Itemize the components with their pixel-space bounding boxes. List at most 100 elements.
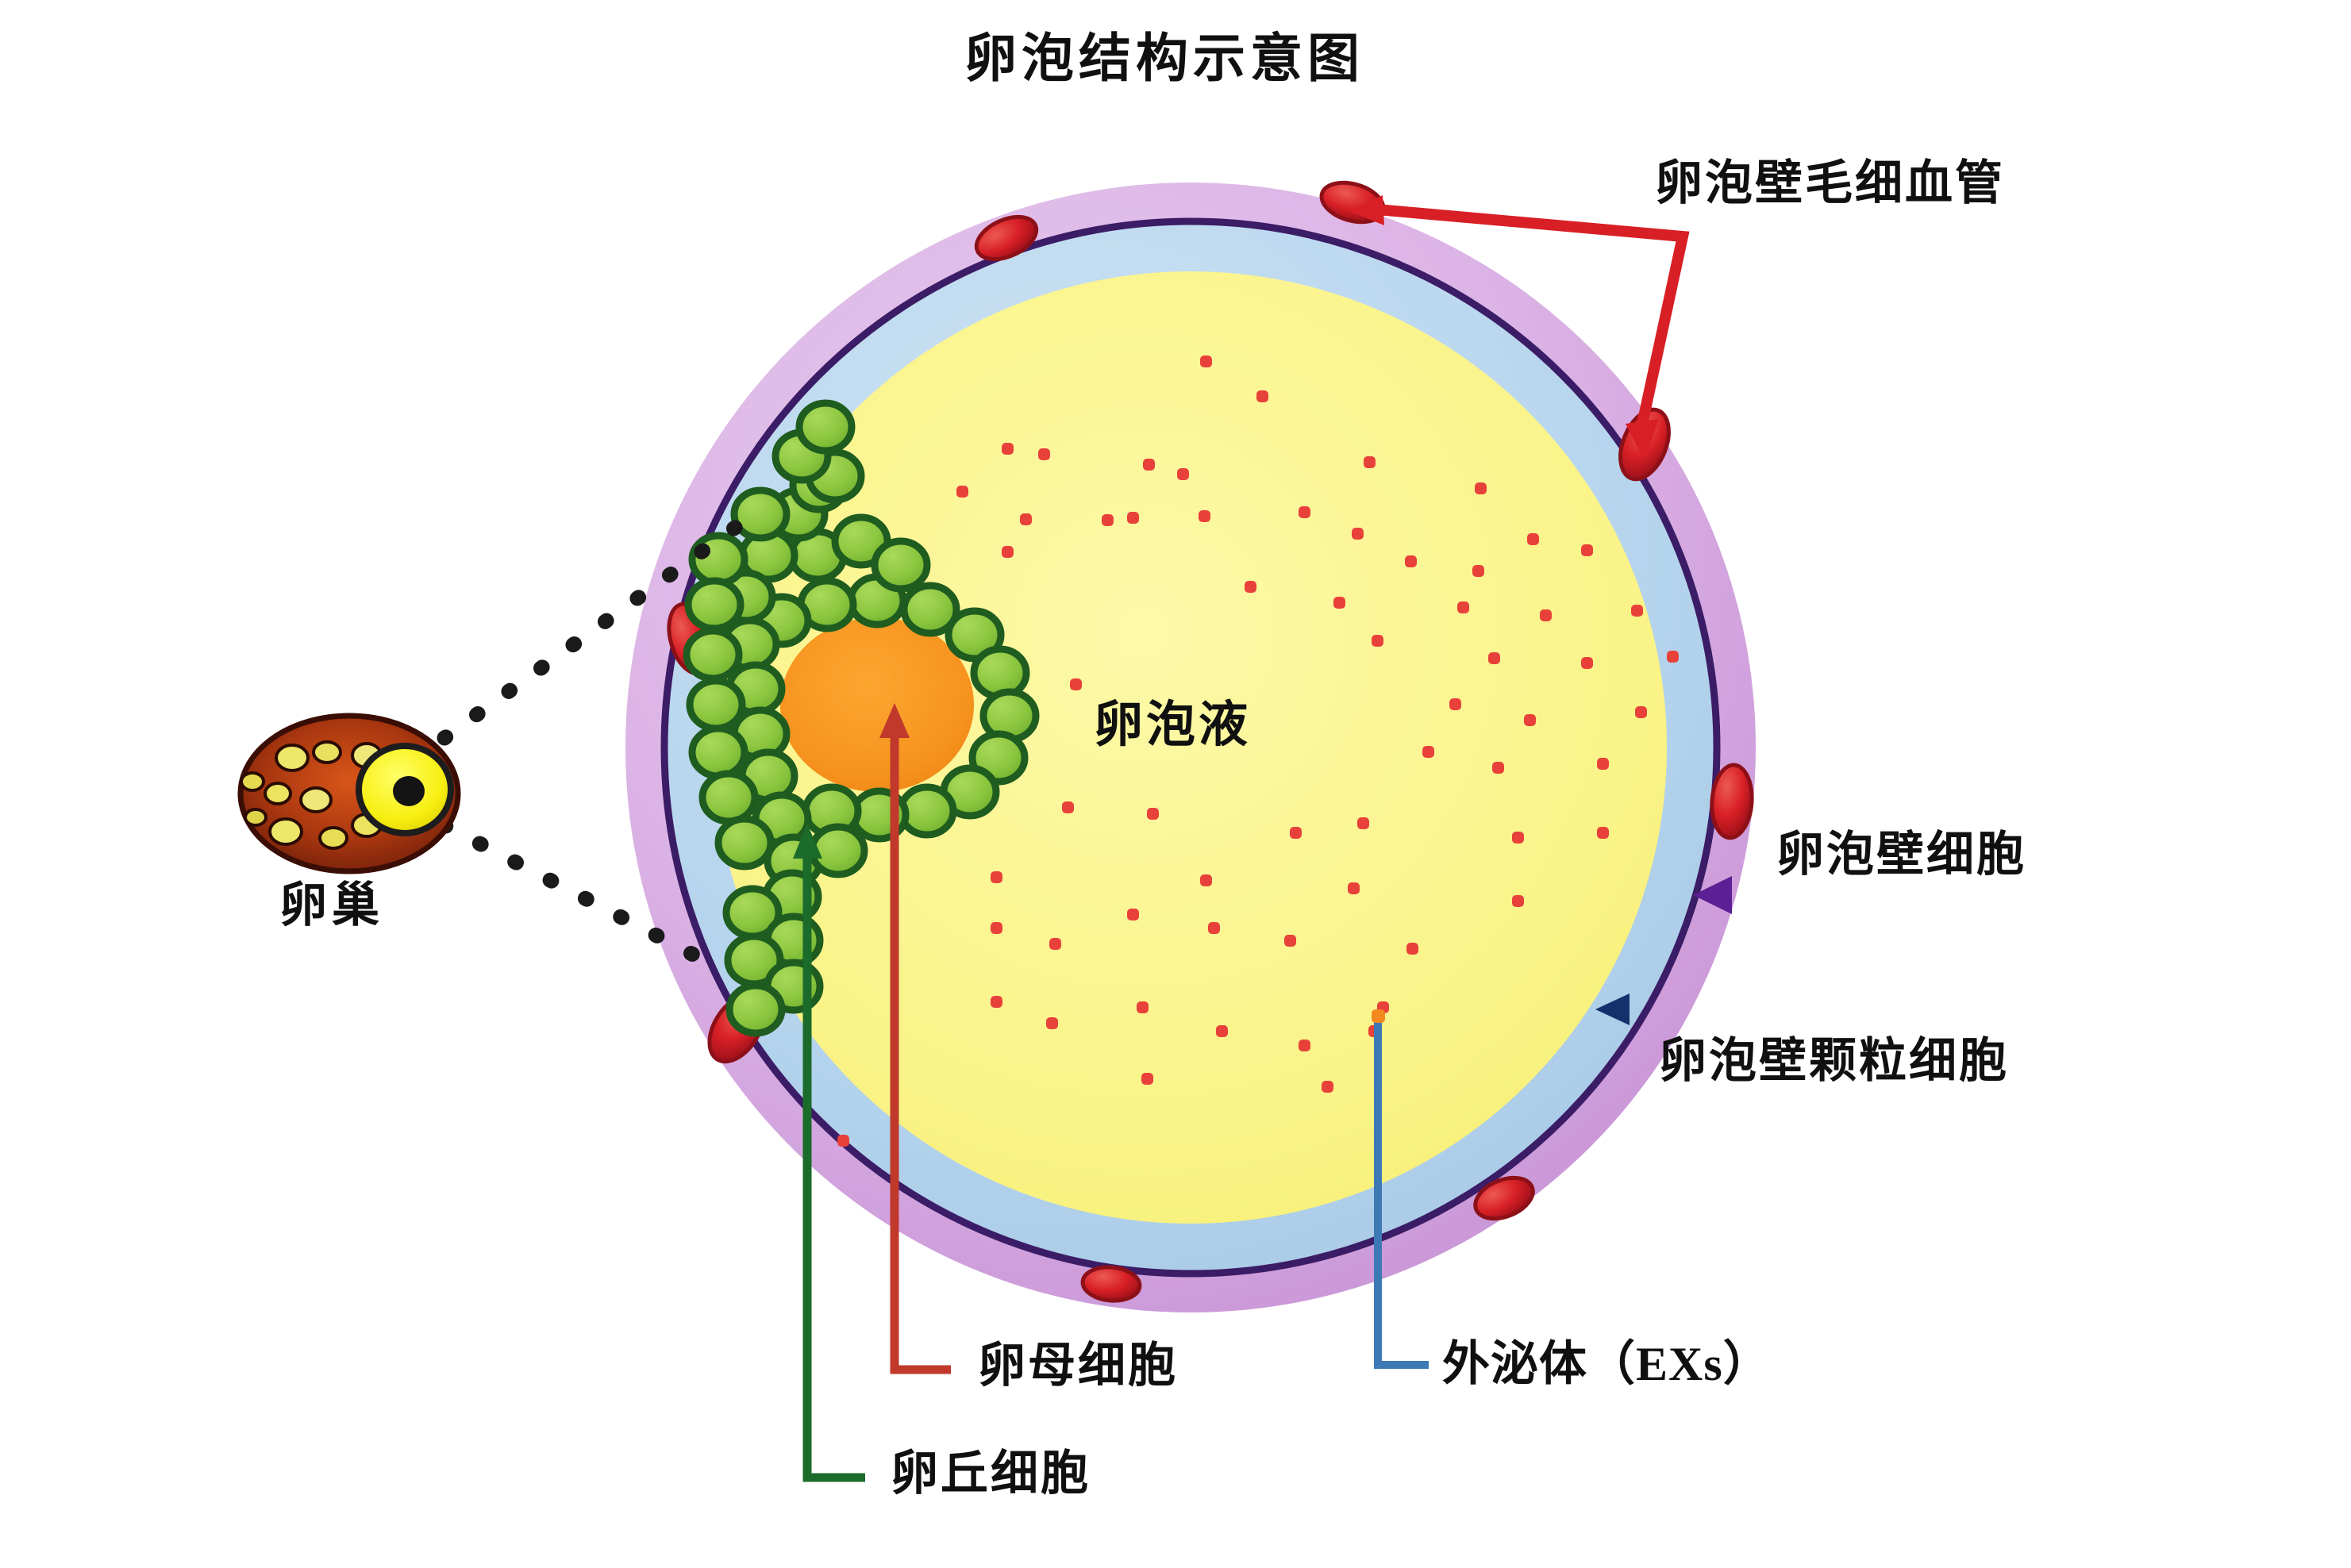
exosome-dot xyxy=(1216,1025,1228,1037)
exosome-dot xyxy=(1492,762,1504,774)
exosome-dot xyxy=(1352,528,1364,540)
cumulus-cell xyxy=(900,582,960,637)
exosome-dot xyxy=(1256,390,1268,402)
leader-capillary-arrow-left xyxy=(1349,195,1384,225)
exosome-dot xyxy=(1049,938,1061,950)
exosome-dot xyxy=(1457,601,1469,613)
exosome-dot xyxy=(1635,706,1647,718)
exosome-dot xyxy=(1527,533,1539,545)
label-follicular-fluid: 卵泡液 xyxy=(1094,698,1252,752)
label-granulosa-cell: 卵泡壁颗粒细胞 xyxy=(1659,1035,2009,1087)
exosome-dot xyxy=(1062,801,1074,813)
exosome-dot xyxy=(1364,456,1376,468)
leader-theca xyxy=(1693,876,1907,914)
label-capillary: 卵泡壁毛细血管 xyxy=(1655,157,2005,209)
exosome-dot xyxy=(1038,448,1050,460)
exosome-dot xyxy=(991,996,1002,1008)
ovary-inset xyxy=(237,713,461,874)
cumulus-cell xyxy=(683,627,743,682)
exosome-dot xyxy=(1524,714,1536,726)
label-theca-cell: 卵泡壁细胞 xyxy=(1776,828,2026,881)
exosome-dot xyxy=(1449,698,1461,710)
exosome-dot xyxy=(1540,609,1552,621)
exosome-dot xyxy=(1046,1017,1058,1029)
oocyte xyxy=(780,617,974,792)
cumulus-cell xyxy=(688,724,748,780)
leader-capillary-arrow-down xyxy=(1626,419,1659,460)
exosome-dot xyxy=(1597,827,1609,839)
exosome-dot xyxy=(1143,459,1155,471)
cumulus-cell xyxy=(684,577,745,632)
zoom-connector-group xyxy=(437,517,746,978)
exosome-dot xyxy=(1405,555,1417,567)
cumulus-cell xyxy=(871,537,931,593)
exosome-dot xyxy=(1348,882,1360,894)
exosome-dot xyxy=(1581,544,1593,556)
capillary xyxy=(1080,1265,1142,1303)
leader-capillary xyxy=(1376,204,1690,440)
exosome-dot xyxy=(1333,597,1345,609)
exosome-dot xyxy=(991,922,1002,934)
leader-exosome xyxy=(1374,1020,1429,1369)
ovary-dominant-oocyte xyxy=(393,776,425,806)
exosome-dot xyxy=(1472,565,1484,577)
leader-oocyte-arrowhead xyxy=(879,703,910,738)
exosome-dot xyxy=(1322,1081,1333,1093)
cumulus-cell-group xyxy=(683,399,1040,1037)
cumulus-cell xyxy=(688,532,748,587)
exosome-group xyxy=(837,355,1679,1147)
exosome-dot xyxy=(1284,935,1296,947)
cumulus-cell xyxy=(698,770,759,825)
exosome-dot xyxy=(1102,514,1114,526)
zoom-connector-lower xyxy=(437,817,730,978)
exosome-dot xyxy=(1002,546,1014,558)
capillary xyxy=(1473,1175,1535,1221)
exosome-dot xyxy=(1070,678,1082,690)
cumulus-oocyte-complex xyxy=(683,399,1040,1037)
label-cumulus: 卵丘细胞 xyxy=(891,1447,1091,1500)
capillary xyxy=(974,214,1039,262)
exosome-highlight-dot xyxy=(1372,1009,1385,1023)
exosome-dot xyxy=(1488,652,1500,664)
exosome-dot xyxy=(1245,581,1256,593)
exosome-dot xyxy=(1667,651,1679,663)
exosome-dot xyxy=(1127,909,1139,920)
cumulus-cell xyxy=(725,982,786,1037)
cumulus-cell xyxy=(714,815,775,870)
exosome-dot xyxy=(1147,808,1159,820)
exosome-dot xyxy=(1208,922,1220,934)
exosome-dot xyxy=(1299,1040,1310,1051)
exosome-dot xyxy=(1475,482,1487,494)
exosome-dot xyxy=(1357,817,1369,829)
label-oocyte: 卵母细胞 xyxy=(978,1339,1178,1392)
leader-granulosa xyxy=(1595,993,1758,1025)
exosome-dot xyxy=(1002,443,1014,455)
exosome-dot xyxy=(1141,1073,1153,1085)
cumulus-cell xyxy=(795,399,856,455)
label-ovary: 卵巢 xyxy=(279,879,384,932)
exosome-dot xyxy=(956,486,968,498)
exosome-dot xyxy=(1200,355,1212,367)
label-exosome: 外泌体（EXs） xyxy=(1442,1338,1772,1390)
exosome-dot xyxy=(1597,758,1609,770)
exosome-dot xyxy=(1422,746,1434,758)
exosome-dot xyxy=(991,871,1002,883)
exosome-dot xyxy=(1290,827,1302,839)
exosome-dot xyxy=(1299,506,1310,518)
exosome-dot xyxy=(1127,512,1139,524)
exosome-dot xyxy=(1406,943,1418,955)
cumulus-cell xyxy=(808,823,868,878)
cumulus-cell xyxy=(730,486,791,542)
exosome-dot xyxy=(1177,468,1189,480)
exosome-dot xyxy=(1581,657,1593,669)
capillary xyxy=(1710,763,1754,840)
exosome-dot xyxy=(1200,874,1212,886)
exosome-dot xyxy=(1512,895,1524,907)
leader-cumulus-arrowhead xyxy=(793,824,822,859)
exosome-dot xyxy=(1137,1001,1149,1013)
antrum-fluid xyxy=(714,271,1667,1224)
exosome-dot xyxy=(1020,513,1032,525)
exosome-dot xyxy=(837,1135,849,1147)
